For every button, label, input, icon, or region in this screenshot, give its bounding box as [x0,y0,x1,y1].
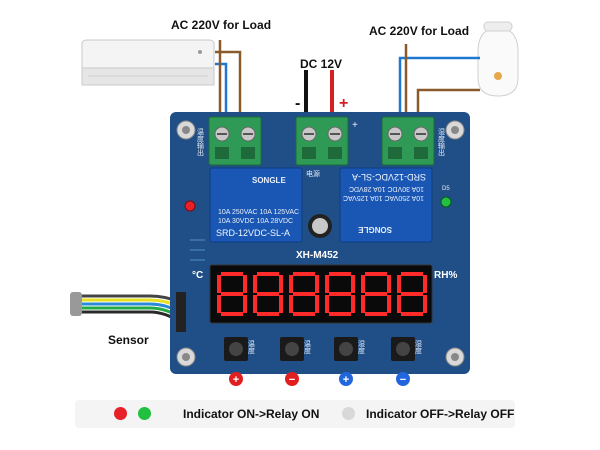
button-label: 温度 [248,339,256,355]
relay-left-rating-1: 10A 250VAC 10A 125VAC [218,209,299,216]
sensor-label: Sensor [108,333,149,347]
model-label: XH-M452 [296,250,339,261]
display-digit [325,272,355,316]
relay-right-rating-1: 10A 250VAC 10A 125VAC [343,194,424,201]
control-button[interactable] [334,337,358,361]
relay-left [209,167,303,243]
button-sign: + [233,374,239,386]
terminal-block-right [381,116,435,166]
power-label: 电源 [306,169,320,178]
relay-right-rating-2: 10A 30VDC 10A 28VDC [349,185,424,192]
relay-left-rating-2: 10A 30VDC 10A 28VDC [218,218,293,225]
display-digit [397,272,427,316]
display-digit [253,272,283,316]
button-sign-badge [396,372,410,386]
control-button[interactable] [224,337,248,361]
button-sign: − [289,374,295,386]
green-indicator-led [440,196,452,208]
sensor-wires [70,292,181,324]
humidifier-illustration [477,21,519,97]
ac-wires-right [398,44,480,118]
button-sign: + [343,374,349,386]
button-sign: − [400,374,406,386]
right-output-label: 湿度输出 [438,127,446,157]
control-button[interactable] [391,337,415,361]
display-digit [361,272,391,316]
dc-plus-label: + [339,95,349,112]
legend-off-dot [342,407,355,420]
dc-wires [304,70,334,118]
button-label: 湿度 [358,339,366,355]
terminal-plus-label: + [352,120,358,131]
relay-left-brand: SONGLE [252,176,286,185]
terminal-block-left [208,116,262,166]
terminal-block-dc [295,116,349,166]
dc-power-label: DC 12V [300,57,343,71]
legend-on-text: Indicator ON->Relay ON [183,407,320,421]
dc-minus-label: - [295,95,301,112]
humidity-unit-label: RH% [434,270,457,281]
capacitor [308,214,332,238]
display-digit [217,272,247,316]
legend-green-dot [138,407,151,420]
control-button[interactable] [280,337,304,361]
button-sign-badge [339,372,353,386]
air-conditioner-illustration [81,39,215,86]
relay-right-model: SRD-12VDC-SL-A [352,172,426,182]
button-sign-badge [285,372,299,386]
ac-load-label-left: AC 220V for Load [171,18,272,32]
led-right-label: D5 [442,186,450,192]
button-label: 湿度 [415,339,423,355]
temperature-unit-label: °C [192,270,203,281]
button-sign-badge [229,372,243,386]
ac-load-label-right: AC 220V for Load [369,24,470,38]
ac-wires-left [215,40,242,118]
seven-segment-display [209,264,433,324]
button-label: 温度 [304,339,312,355]
relay-left-model: SRD-12VDC-SL-A [216,228,290,238]
legend-red-dot [114,407,127,420]
relay-right [339,167,433,243]
display-digit [289,272,319,316]
relay-right-brand: SONGLE [358,225,392,234]
red-indicator-led [184,200,196,212]
legend-off-text: Indicator OFF->Relay OFF [366,407,515,421]
left-output-label: 温度输出 [197,127,205,157]
